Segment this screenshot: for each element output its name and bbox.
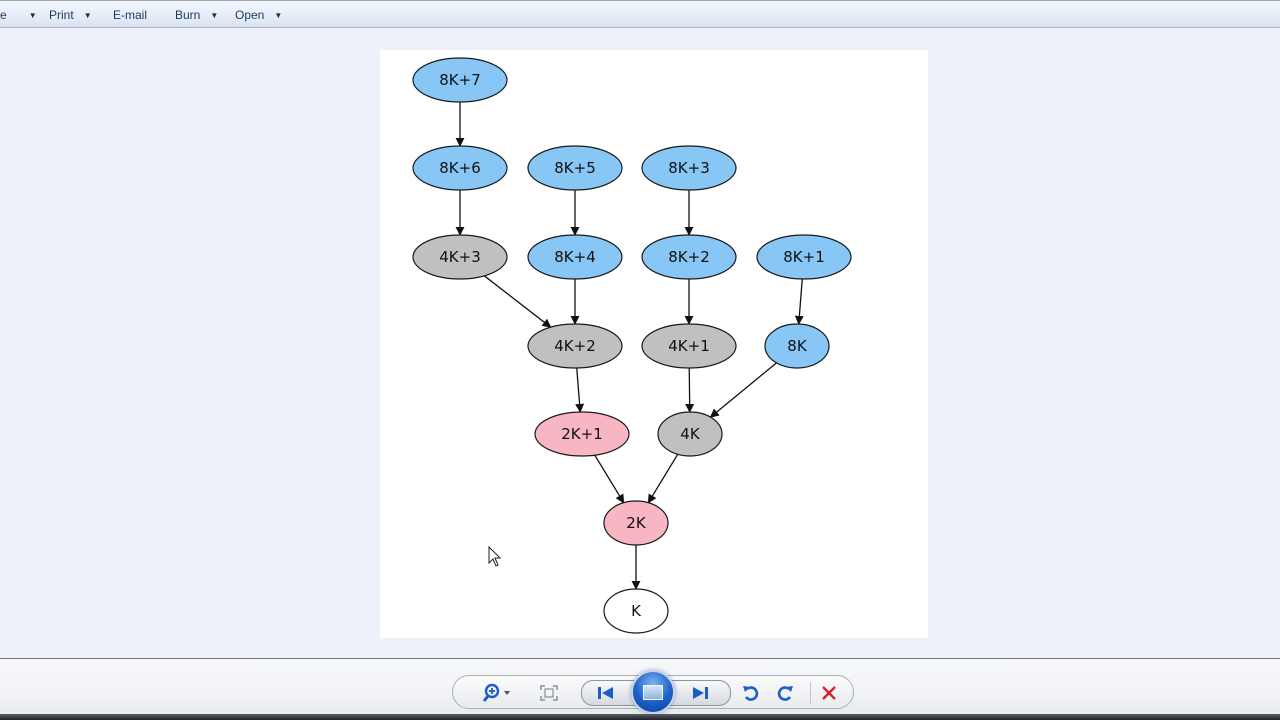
- node-n2k1: 2K+1: [534, 411, 630, 457]
- previous-icon: [598, 687, 613, 699]
- rotate-counterclockwise-button[interactable]: [739, 680, 763, 706]
- node-label: K: [631, 602, 642, 620]
- node-label: 4K+2: [554, 337, 596, 355]
- actual-size-icon: [540, 685, 558, 701]
- edge-4K+1-to-4K: [685, 367, 695, 413]
- zoom-button[interactable]: [481, 680, 515, 706]
- image-viewer: 8K+7 8K+6 8K+5 8K+3 4K+3 8K+4 8K+2 8K+1 4K+2 4K+1…: [0, 28, 1280, 658]
- node-label: 8K+3: [668, 159, 710, 177]
- node-label: 4K+3: [439, 248, 481, 266]
- node-n8k3: 8K+3: [641, 145, 737, 191]
- menu-print[interactable]: Print ▼: [49, 7, 92, 23]
- zoom-icon: [483, 683, 510, 702]
- menu-print-label: Print: [49, 8, 74, 22]
- rotate-clockwise-icon: [777, 686, 793, 701]
- node-nk: K: [603, 588, 669, 634]
- taskbar-edge: [0, 714, 1280, 720]
- playback-controls: [452, 670, 854, 714]
- node-label: 8K+6: [439, 159, 481, 177]
- rotate-clockwise-button[interactable]: [773, 680, 797, 706]
- slideshow-button[interactable]: [631, 670, 675, 714]
- chevron-down-icon: ▼: [83, 10, 92, 20]
- node-n2k: 2K: [603, 500, 669, 546]
- node-n4k2: 4K+2: [527, 323, 623, 369]
- menu-file[interactable]: e ▼: [0, 7, 37, 23]
- node-n8k1: 8K+1: [756, 234, 852, 280]
- node-label: 8K+1: [783, 248, 825, 266]
- node-n8k: 8K: [764, 323, 830, 369]
- menu-open-label: Open: [235, 8, 265, 22]
- node-label: 8K+2: [668, 248, 710, 266]
- chevron-down-icon: ▼: [28, 10, 37, 20]
- node-label: 8K+5: [554, 159, 596, 177]
- edge-8K+1-to-8K: [794, 278, 804, 325]
- node-n8k6: 8K+6: [412, 145, 508, 191]
- node-n8k4: 8K+4: [527, 234, 623, 280]
- menu-burn[interactable]: Burn ▼: [175, 7, 218, 23]
- next-icon: [693, 687, 708, 699]
- actual-size-button[interactable]: [537, 680, 561, 706]
- node-label: 8K+7: [439, 71, 481, 89]
- graph-edges: [455, 102, 804, 590]
- node-label: 2K: [626, 514, 647, 532]
- edge-2K+1-to-2K: [594, 454, 625, 504]
- previous-button[interactable]: [594, 681, 618, 705]
- menu-file-label: e: [0, 8, 7, 22]
- bottom-toolbar: [0, 658, 1280, 720]
- mouse-pointer-icon: [488, 546, 502, 567]
- delete-icon: [822, 686, 836, 700]
- edge-8K-to-4K: [709, 362, 777, 418]
- next-button[interactable]: [688, 681, 712, 705]
- node-n4k1: 4K+1: [641, 323, 737, 369]
- menu-burn-label: Burn: [175, 8, 201, 22]
- node-n4k3: 4K+3: [412, 234, 508, 280]
- node-n8k5: 8K+5: [527, 145, 623, 191]
- node-label: 4K+1: [668, 337, 710, 355]
- edge-4K+2-to-2K+1: [575, 367, 585, 413]
- graph-diagram: 8K+7 8K+6 8K+5 8K+3 4K+3 8K+4 8K+2 8K+1 4K+2 4K+1…: [412, 57, 852, 634]
- node-n8k7: 8K+7: [412, 57, 508, 103]
- menu-email-label: E-mail: [113, 8, 148, 22]
- edge-4K+3-to-4K+2: [483, 275, 552, 328]
- displayed-image[interactable]: 8K+7 8K+6 8K+5 8K+3 4K+3 8K+4 8K+2 8K+1 4K+2 4K+1…: [380, 50, 928, 638]
- node-label: 8K+4: [554, 248, 596, 266]
- chevron-down-icon: ▼: [210, 10, 219, 20]
- toolbar-divider: [810, 682, 811, 704]
- menu-email[interactable]: E-mail: [113, 7, 147, 23]
- node-n8k2: 8K+2: [641, 234, 737, 280]
- slideshow-icon: [643, 684, 663, 700]
- delete-button[interactable]: [817, 680, 841, 706]
- node-label: 8K: [787, 337, 808, 355]
- chevron-down-icon: ▼: [274, 10, 283, 20]
- node-n4k: 4K: [657, 411, 723, 457]
- node-label: 4K: [680, 425, 701, 443]
- node-label: 2K+1: [561, 425, 603, 443]
- menu-bar: e ▼ Print ▼ E-mail Burn ▼ Open ▼: [0, 0, 1280, 28]
- edge-4K-to-2K: [647, 453, 679, 504]
- graph-nodes: 8K+7 8K+6 8K+5 8K+3 4K+3 8K+4 8K+2 8K+1 4K+2 4K+1…: [412, 57, 852, 634]
- menu-open[interactable]: Open ▼: [235, 7, 282, 23]
- rotate-counterclockwise-icon: [743, 686, 759, 701]
